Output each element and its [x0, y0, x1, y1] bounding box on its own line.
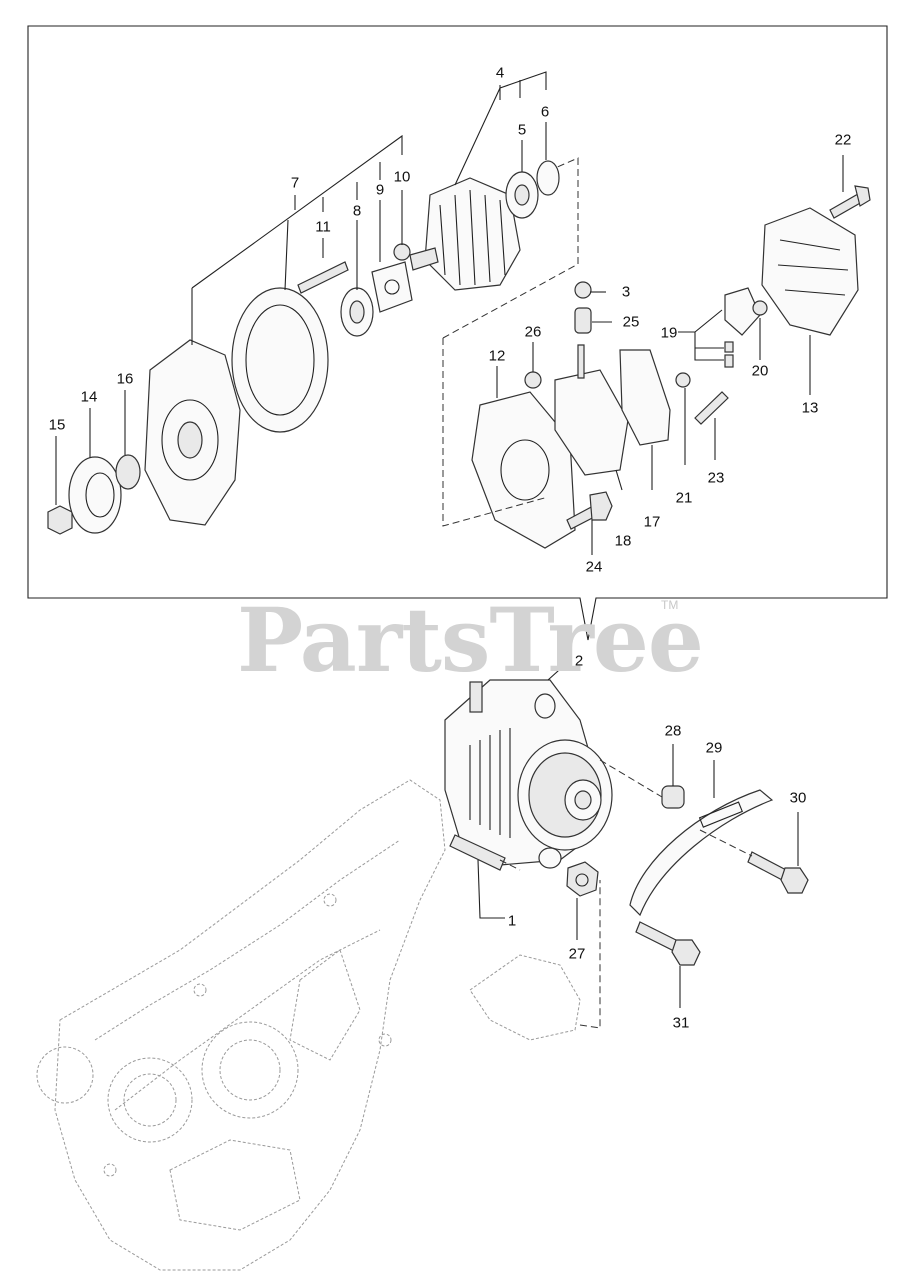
callout-6: 6	[540, 103, 550, 121]
callout-21: 21	[675, 489, 693, 507]
nut-3	[574, 281, 592, 299]
brush-holder-19	[724, 287, 761, 336]
callout-30: 30	[789, 789, 807, 807]
callout-23: 23	[707, 469, 725, 487]
nut-27	[566, 861, 599, 897]
leader-lines	[55, 71, 844, 1008]
callout-2: 2	[574, 652, 584, 670]
engine-block-outline	[36, 779, 446, 1271]
callout-10: 10	[393, 168, 411, 186]
rear-cover-13	[761, 207, 859, 336]
callout-17: 17	[643, 513, 661, 531]
nut-10	[393, 243, 411, 261]
callout-19: 19	[660, 324, 678, 342]
trademark-symbol: TM	[661, 598, 679, 612]
callout-9: 9	[375, 181, 385, 199]
rectifier-18	[554, 369, 629, 476]
plate-9	[371, 261, 413, 313]
callout-14: 14	[80, 388, 98, 406]
stator	[231, 287, 329, 433]
collar-16	[115, 454, 141, 490]
callout-31: 31	[672, 1014, 690, 1032]
callout-1: 1	[507, 912, 517, 930]
nut-15	[47, 505, 73, 535]
callout-11: 11	[315, 218, 331, 236]
collar-28	[661, 785, 685, 809]
callout-12: 12	[488, 347, 506, 365]
callout-7: 7	[290, 174, 300, 192]
detail-frame	[27, 25, 888, 641]
callout-26: 26	[524, 323, 542, 341]
callout-24: 24	[585, 558, 603, 576]
nut-21	[675, 372, 691, 388]
callout-13: 13	[801, 399, 819, 417]
callout-20: 20	[751, 362, 769, 380]
cap-25	[574, 307, 592, 334]
callout-28: 28	[664, 722, 682, 740]
stud-11	[297, 261, 349, 294]
pulley-14	[68, 456, 122, 534]
callout-27: 27	[568, 945, 586, 963]
bolt-22	[829, 193, 863, 219]
nut-26	[524, 371, 542, 389]
bolt-23	[694, 391, 729, 425]
nut-20	[752, 300, 768, 316]
partstree-watermark: PartsTree	[237, 588, 704, 692]
callout-16: 16	[116, 370, 134, 388]
stud-1	[449, 834, 506, 871]
callout-4: 4	[495, 64, 505, 82]
callout-25: 25	[622, 313, 640, 331]
engine-bracket	[469, 954, 581, 1041]
callout-18: 18	[614, 532, 632, 550]
callout-15: 15	[48, 416, 66, 434]
rear-housing-12	[471, 391, 576, 549]
callout-29: 29	[705, 739, 723, 757]
alternator-assembly	[444, 679, 613, 869]
callout-8: 8	[352, 202, 362, 220]
callout-3: 3	[621, 283, 631, 301]
ring-6	[536, 160, 560, 196]
regulator-17	[619, 349, 671, 446]
adjusting-stay-29	[629, 789, 774, 917]
callout-22: 22	[834, 131, 852, 149]
callout-5: 5	[517, 121, 527, 139]
